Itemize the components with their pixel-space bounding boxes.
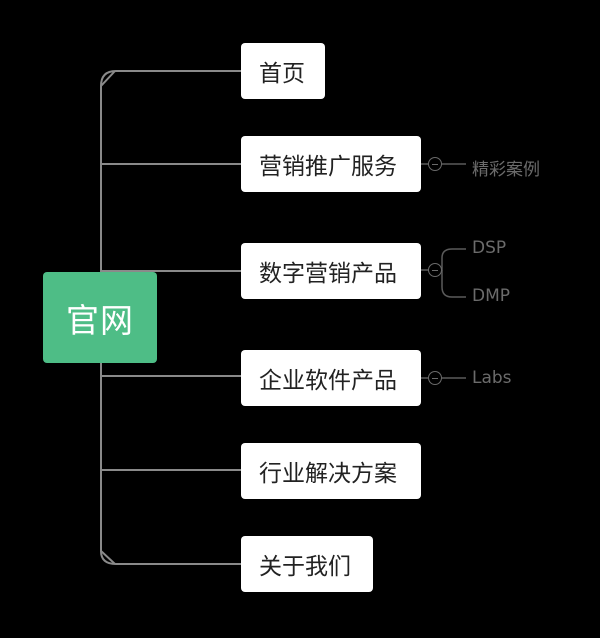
leaf-labs[interactable]: Labs	[472, 368, 512, 388]
connector-branch-6	[100, 550, 241, 565]
branch-industry-solutions[interactable]: 行业解决方案	[241, 443, 421, 499]
branch-marketing-services[interactable]: 营销推广服务	[241, 136, 421, 192]
root-topic[interactable]: 官网	[43, 272, 157, 363]
connector-branch-1	[100, 70, 241, 87]
branch-label: 关于我们	[259, 554, 351, 580]
leaf-case-studies[interactable]: 精彩案例	[472, 160, 540, 180]
branch-label: 首页	[259, 61, 305, 87]
collapse-toggle-icon[interactable]	[428, 157, 442, 171]
branch-label: 企业软件产品	[259, 368, 397, 394]
connector-leaf-2b	[441, 270, 466, 298]
leaf-dmp[interactable]: DMP	[472, 286, 511, 306]
branch-label: 营销推广服务	[259, 154, 397, 180]
branch-label: 行业解决方案	[259, 461, 397, 487]
branch-home[interactable]: 首页	[241, 43, 325, 99]
branch-digital-marketing-products[interactable]: 数字营销产品	[241, 243, 421, 299]
root-topic-label: 官网	[66, 300, 134, 340]
branch-about-us[interactable]: 关于我们	[241, 536, 373, 592]
branch-label: 数字营销产品	[259, 261, 397, 287]
connector-leaf-2a	[421, 248, 466, 271]
branch-enterprise-software-products[interactable]: 企业软件产品	[241, 350, 421, 406]
collapse-toggle-icon[interactable]	[428, 263, 442, 277]
collapse-toggle-icon[interactable]	[428, 371, 442, 385]
leaf-dsp[interactable]: DSP	[472, 238, 507, 258]
